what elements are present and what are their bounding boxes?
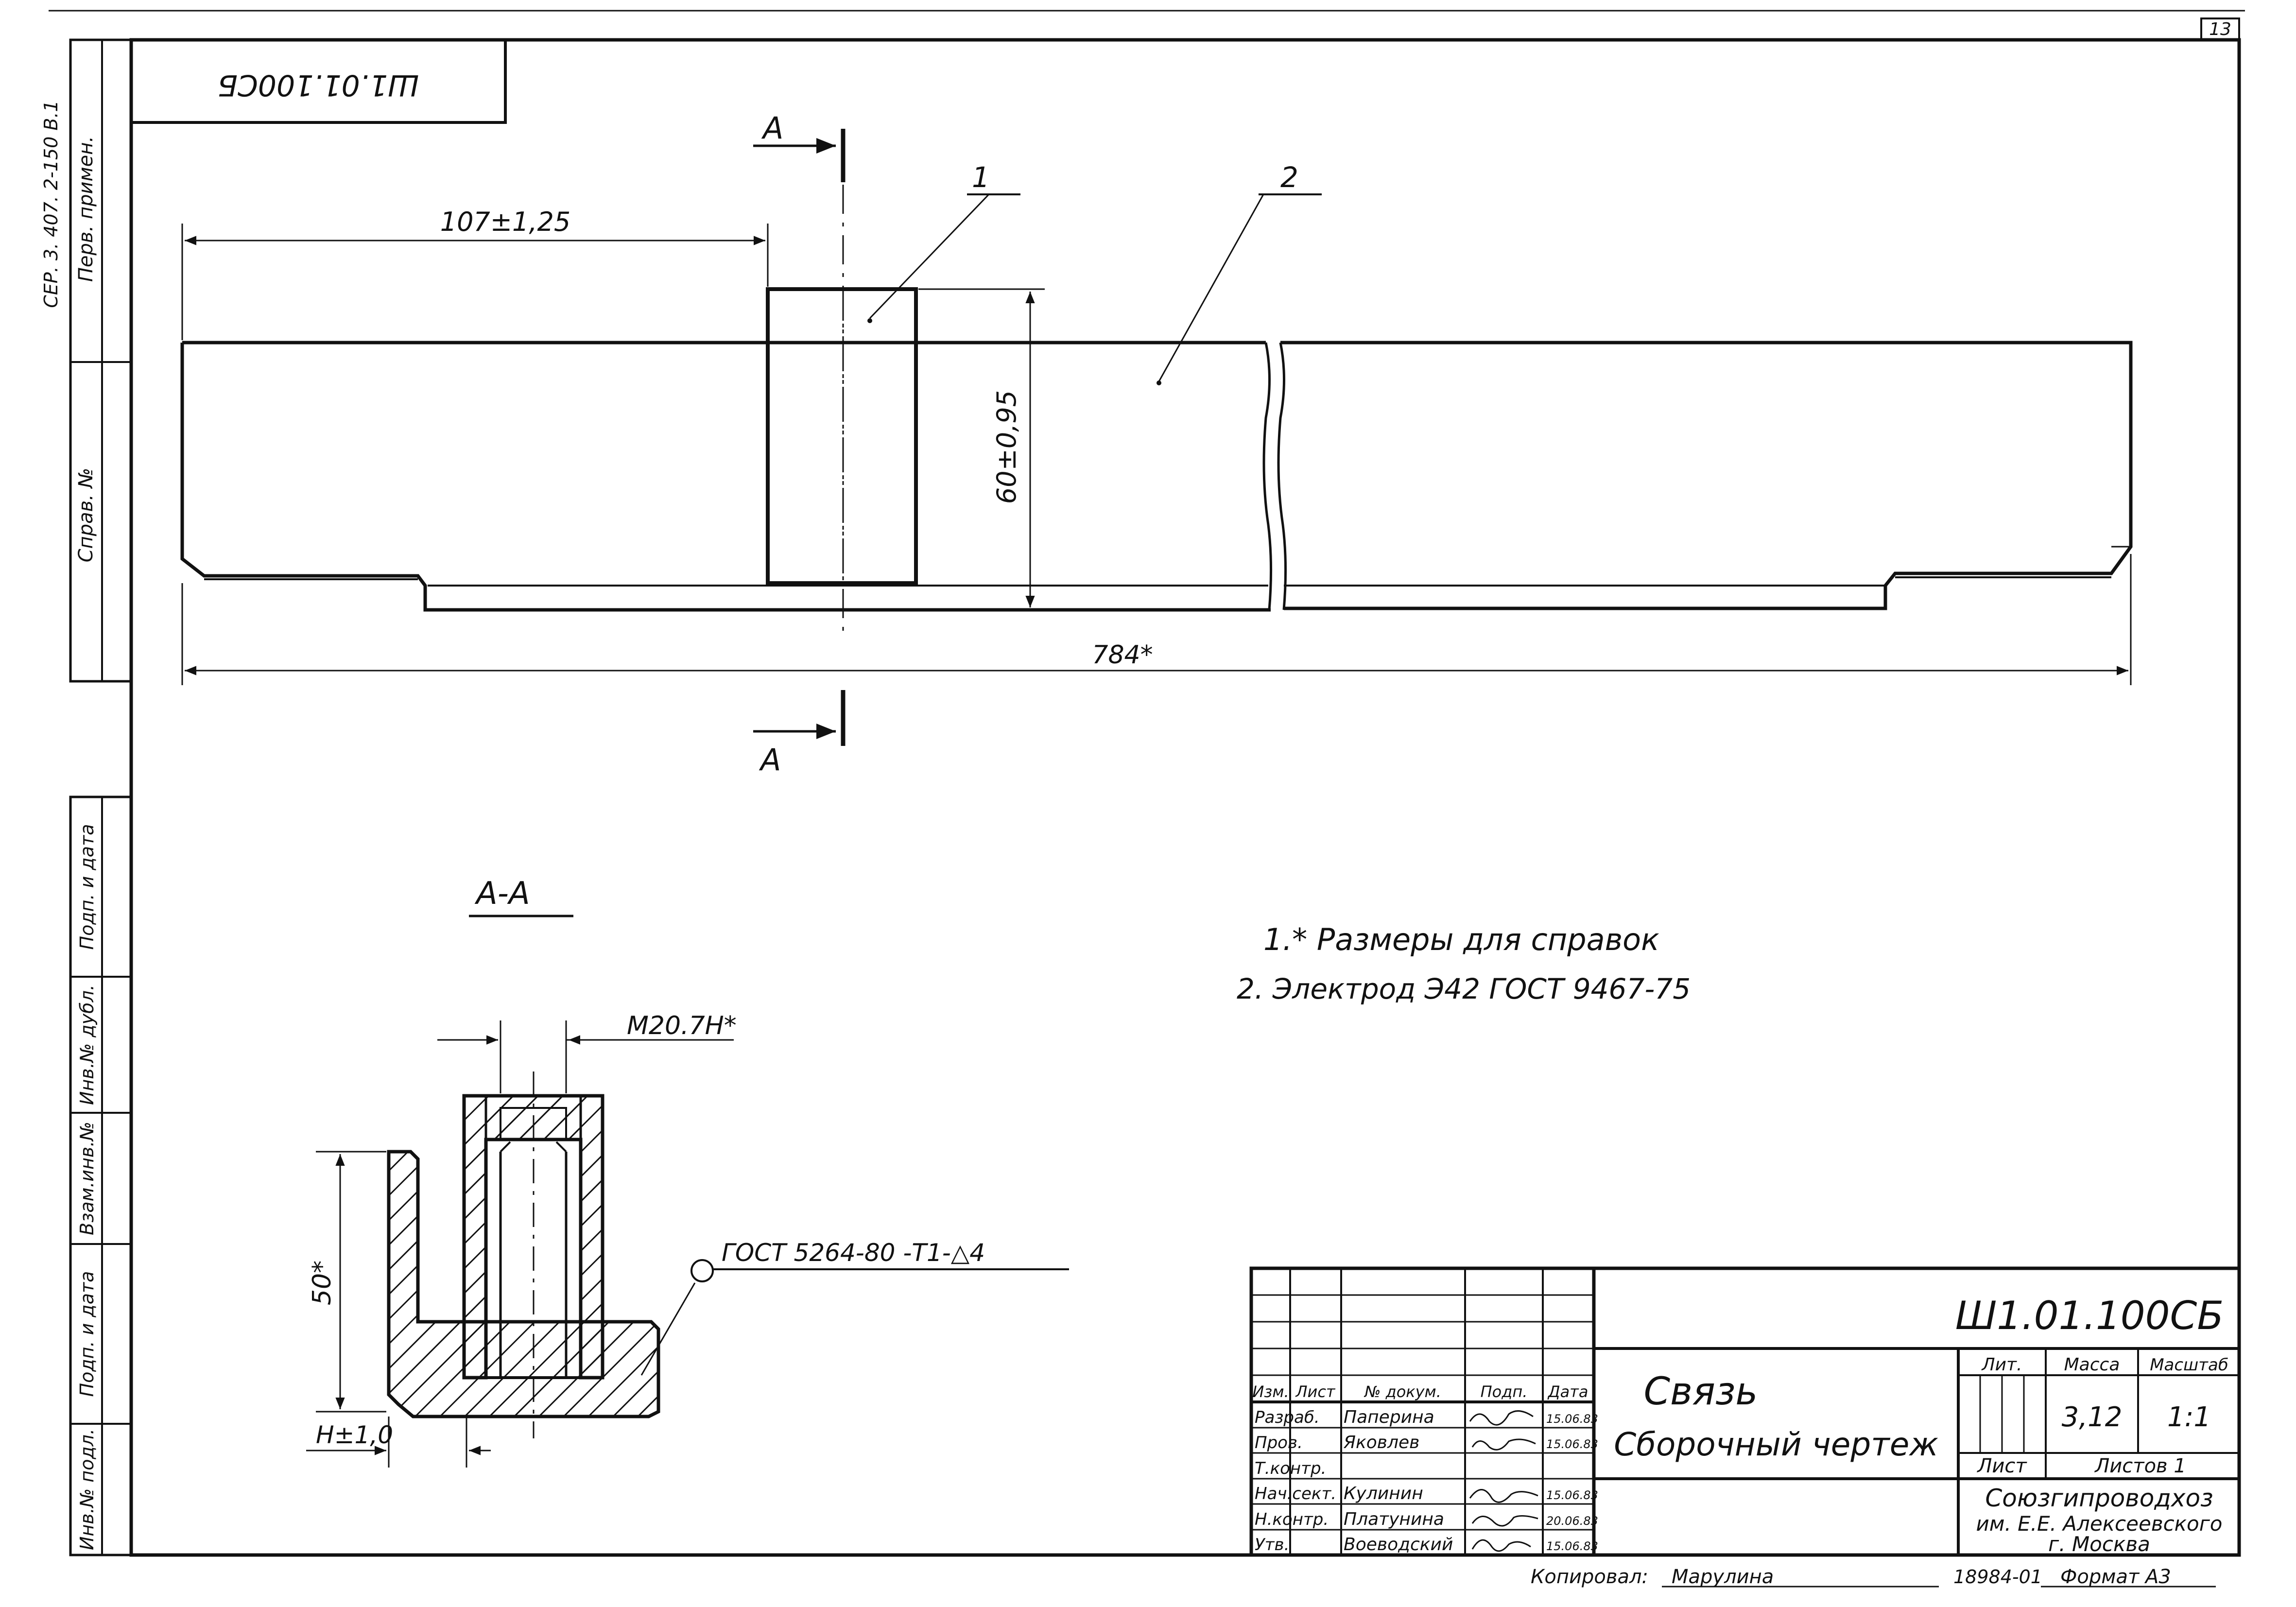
- copied-label: Копировал:: [1531, 1566, 1648, 1588]
- role-4: Н.контр.: [1255, 1510, 1329, 1529]
- dim-height: 60±0,95: [991, 390, 1022, 504]
- top-stamp-designation: Ш1.01.100СБ: [218, 68, 419, 102]
- role-0: Разраб.: [1255, 1408, 1320, 1427]
- lit-label: Лит.: [1981, 1355, 2022, 1375]
- vzam-inv-label: Взам.инв.№: [76, 1122, 98, 1235]
- sprav-no-label: Справ. №: [75, 468, 97, 563]
- dim-50: 50*: [308, 1261, 337, 1305]
- section-mark-top: А: [761, 110, 783, 146]
- dim-h: Н±1,0: [316, 1421, 393, 1449]
- inv-dubl-label: Инв.№ дубл.: [76, 985, 98, 1105]
- role-3: Нач.сект.: [1255, 1484, 1336, 1503]
- tb-name-2: Сборочный чертеж: [1614, 1426, 1938, 1463]
- callout-2: 2: [1280, 161, 1298, 194]
- nut-part: [766, 287, 918, 585]
- main-view: А А 107±1,25 60±0,95 784*: [180, 110, 2133, 778]
- date-1: 15.06.83: [1546, 1437, 1598, 1451]
- angle-member-right: [1280, 341, 2133, 610]
- footer: Копировал: Марулина 18984-01 Формат А3: [1531, 1566, 2216, 1588]
- title-block: Изм. Лист № докум. Подп. Дата Разраб. Па…: [1249, 1266, 2241, 1557]
- org-line-1: Союзгипроводхоз: [1985, 1484, 2213, 1512]
- mass-label: Масса: [2064, 1355, 2120, 1375]
- role-5: Утв.: [1255, 1535, 1289, 1555]
- head-podp: Подп.: [1481, 1382, 1528, 1401]
- name-3: Кулинин: [1344, 1484, 1423, 1503]
- date-5: 15.06.83: [1546, 1539, 1598, 1553]
- section-view: А-А М20.7Н* 50* Н±1,0: [306, 876, 1069, 1468]
- tb-designation: Ш1.01.100СБ: [1955, 1293, 2224, 1338]
- break-line-right: [1277, 342, 1287, 610]
- tb-name-1: Связь: [1644, 1370, 1758, 1414]
- date-4: 20.06.83: [1546, 1514, 1598, 1528]
- head-izm: Изм.: [1252, 1382, 1289, 1401]
- org-line-3: г. Москва: [2048, 1532, 2150, 1556]
- section-title: А-А: [474, 876, 530, 912]
- date-0: 15.06.83: [1546, 1412, 1598, 1426]
- head-doc: № докум.: [1364, 1382, 1441, 1401]
- dim-left: 107±1,25: [440, 207, 571, 237]
- format-label: Формат А3: [2060, 1566, 2171, 1588]
- sheet-number-box: [2200, 17, 2240, 41]
- series-label: СЕР. 3. 407. 2-150 В.1: [40, 100, 62, 308]
- org-line-2: им. Е.Е. Алексеевского: [1976, 1512, 2222, 1536]
- name-4: Платунина: [1344, 1509, 1444, 1529]
- name-0: Паперина: [1344, 1407, 1434, 1427]
- scale-label: Масштаб: [2150, 1355, 2228, 1375]
- note-2: 2. Электрод Э42 ГОСТ 9467-75: [1237, 972, 1691, 1005]
- inv-podl-label: Инв.№ подл.: [76, 1429, 98, 1550]
- sheet-number: 13: [2209, 19, 2231, 39]
- sheets-label: Листов 1: [2094, 1455, 2186, 1477]
- callout-1: 1: [972, 161, 990, 194]
- break-line-left: [1262, 342, 1273, 610]
- role-1: Пров.: [1255, 1433, 1303, 1452]
- name-1: Яковлев: [1343, 1433, 1419, 1452]
- copier-name: Марулина: [1672, 1566, 1774, 1588]
- weld-note: ГОСТ 5264-80 -Т1-△4: [722, 1239, 985, 1267]
- head-data: Дата: [1547, 1382, 1588, 1401]
- section-mark-bottom: А: [759, 742, 781, 778]
- note-1: 1.* Размеры для справок: [1263, 922, 1659, 957]
- name-5: Воеводский: [1344, 1535, 1453, 1555]
- dim-length: 784*: [1092, 640, 1153, 670]
- sheet-label: Лист: [1976, 1455, 2027, 1477]
- left-side-strip: СЕР. 3. 407. 2-150 В.1 Перв. примен. Спр…: [40, 38, 133, 1556]
- footer-code: 18984-01: [1953, 1566, 2042, 1588]
- date-3: 15.06.83: [1546, 1488, 1598, 1502]
- perv-primen-label: Перв. примен.: [75, 136, 97, 282]
- podp-data-label-2: Подп. и дата: [76, 1271, 98, 1397]
- signatures: [1469, 1410, 1538, 1552]
- head-list: Лист: [1295, 1382, 1335, 1401]
- mass-value: 3,12: [2062, 1401, 2123, 1433]
- weld-symbol-circle: [691, 1259, 714, 1282]
- scale-value: 1:1: [2167, 1401, 2211, 1433]
- thread-label: М20.7Н*: [627, 1011, 737, 1040]
- podp-data-label-1: Подп. и дата: [76, 824, 98, 950]
- role-2: Т.контр.: [1255, 1459, 1326, 1478]
- angle-member-left: [180, 341, 1271, 612]
